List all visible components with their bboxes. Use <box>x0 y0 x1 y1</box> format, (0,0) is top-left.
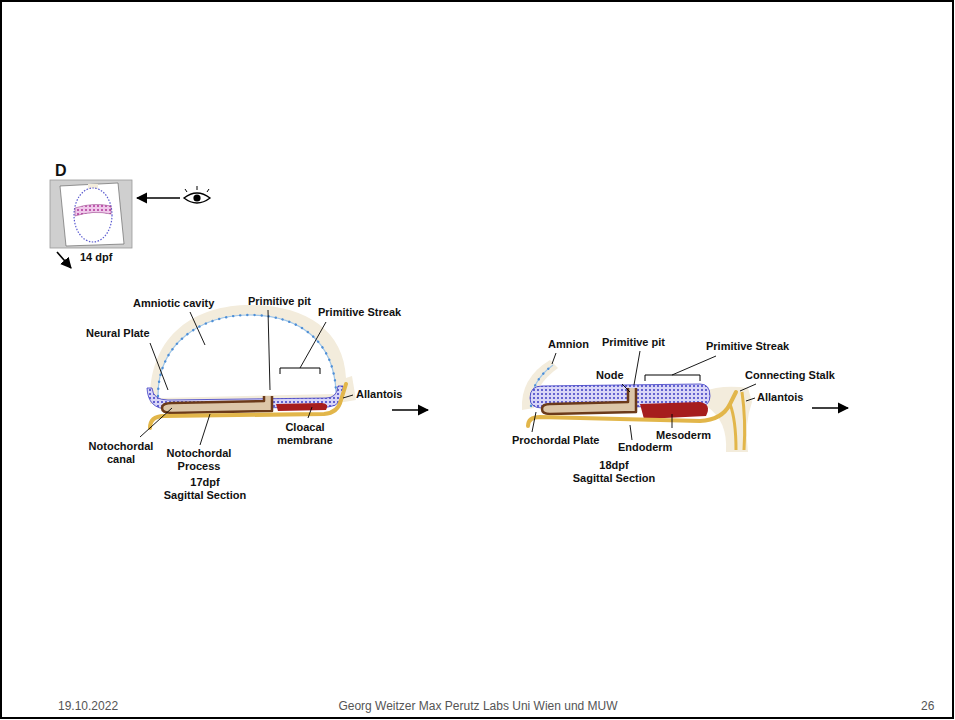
embryo-17dpf-part <box>158 315 336 396</box>
thumbnail-14dpf-part <box>60 183 124 246</box>
eye-symbol-part <box>184 193 210 203</box>
structure-label: Allantois <box>757 391 803 404</box>
structure-label: Endoderm <box>618 441 672 454</box>
leader-lines-17dpf-part <box>343 395 353 398</box>
structure-label: Primitive pit <box>248 295 311 308</box>
structure-label: Cloacal membrane <box>273 421 337 447</box>
embryo-17dpf-part <box>162 396 272 413</box>
leader-lines-18dpf-part <box>672 414 673 428</box>
embryo-17dpf <box>147 305 356 428</box>
view-arrow <box>137 197 180 199</box>
structure-label: Prochordal Plate <box>512 434 599 447</box>
thumbnail-14dpf-part <box>74 188 112 242</box>
section-caption: 17dpf <box>190 476 219 489</box>
section-arrow <box>57 252 71 268</box>
embryo-17dpf-part <box>280 368 320 374</box>
leader-lines-18dpf-part <box>740 384 756 391</box>
time-arrow <box>812 407 848 409</box>
panel-letter: D <box>55 162 67 180</box>
section-caption: Sagittal Section <box>573 472 656 485</box>
structure-label: Connecting Stalk <box>745 369 835 382</box>
leader-lines-17dpf-part <box>268 310 270 390</box>
time-arrow <box>392 409 428 411</box>
structure-label: Allantois <box>356 388 402 401</box>
embryo-18dpf-part <box>645 375 700 381</box>
leader-lines-18dpf-part <box>630 425 632 440</box>
leader-lines-18dpf-part <box>552 353 556 364</box>
structure-label: Notochordal canal <box>84 440 158 466</box>
leader-lines-17dpf-part <box>200 414 210 445</box>
leader-lines-18dpf-part <box>672 356 716 375</box>
embryo-17dpf-part <box>276 403 327 411</box>
embryo-18dpf-part <box>528 392 736 426</box>
embryo-17dpf-part <box>158 315 336 398</box>
leader-lines-17dpf-part <box>300 322 326 368</box>
leader-lines-17dpf-part <box>150 343 168 390</box>
stage-label: 14 dpf <box>80 251 112 264</box>
embryo-17dpf-part <box>150 305 356 404</box>
structure-label: Mesoderm <box>656 429 711 442</box>
leader-lines-18dpf-part <box>634 351 640 385</box>
embryo-18dpf-part <box>542 388 636 414</box>
structure-label: Primitive Streak <box>706 340 789 353</box>
section-caption: 18dpf <box>599 459 628 472</box>
eye-symbol-part <box>193 194 200 201</box>
leader-lines-17dpf-part <box>190 312 205 345</box>
eye-symbol <box>184 186 210 203</box>
structure-label: Amnion <box>548 338 589 351</box>
structure-label: Node <box>596 369 624 382</box>
thumbnail-14dpf <box>50 180 132 248</box>
embryo-18dpf-part <box>640 402 708 419</box>
embryo-18dpf-part <box>742 392 745 450</box>
structure-label: Neural Plate <box>86 327 150 340</box>
leader-lines-17dpf-part <box>308 407 312 418</box>
section-caption: Sagittal Section <box>164 489 247 502</box>
structure-label: Primitive pit <box>602 336 665 349</box>
thumbnail-14dpf-part <box>50 180 132 248</box>
embryo-18dpf-part <box>730 404 736 450</box>
leader-lines-18dpf-part <box>532 412 536 432</box>
leader-lines-18dpf-part <box>746 398 755 401</box>
structure-label: Amniotic cavity <box>133 297 214 310</box>
leader-lines-18dpf <box>532 351 756 440</box>
structure-label: Notochordal Process <box>162 447 236 473</box>
structure-label: Primitive Streak <box>318 306 401 319</box>
page-number: 26 <box>921 699 934 713</box>
embryo-17dpf-part <box>158 315 336 396</box>
footer-date: 19.10.2022 <box>58 699 118 713</box>
leader-lines-18dpf-part <box>622 384 630 392</box>
eye-symbol-part <box>185 186 209 192</box>
leader-lines-17dpf-part <box>140 408 172 437</box>
footer-credit: Georg Weitzer Max Perutz Labs Uni Wien u… <box>338 699 617 713</box>
thumbnail-14dpf-part <box>75 204 111 216</box>
